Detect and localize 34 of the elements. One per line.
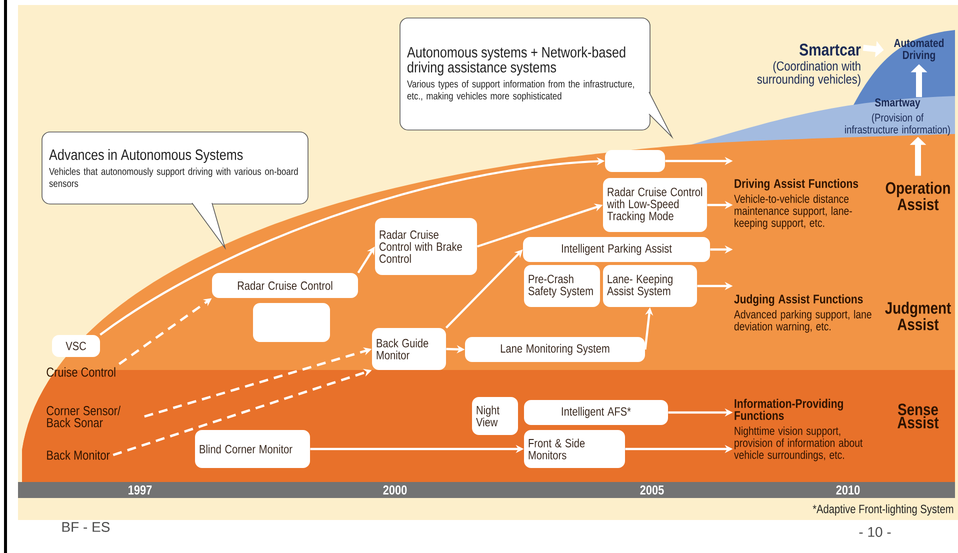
feature-box: Lane- Keeping Assist System: [603, 265, 697, 307]
feature-box: Blind Corner Monitor: [195, 430, 310, 468]
function-description: Information-Providing Functions Nighttime vision support, provision of information about vehicle surroundings, etc.: [734, 398, 863, 462]
year-label: 2005: [640, 485, 664, 495]
feature-box: [605, 150, 665, 172]
year-label: 2000: [383, 485, 407, 495]
page-number: - 10 -: [859, 527, 891, 537]
assist-label: Operation Assist: [886, 182, 950, 210]
footnote: *Adaptive Front-lighting System: [812, 504, 954, 516]
assist-label: Judgment Assist: [885, 302, 951, 330]
feature-box: Back Guide Monitor: [372, 328, 446, 370]
feature-box: Radar Cruise Control with Low-Speed Tracking Mode: [603, 178, 707, 232]
assist-label: Sense Assist: [898, 404, 939, 428]
function-description: Driving Assist Functions Vehicle-to-vehicle distance maintenance support, lane-keeping support, etc.: [734, 178, 858, 230]
stage-label: Smartcar (Coordination with surrounding vehicles): [757, 44, 861, 86]
feature-box: Night View: [472, 397, 518, 435]
feature-box: VSC: [52, 335, 100, 357]
year-label: 2010: [836, 485, 860, 495]
feature-label: Back Monitor: [47, 450, 110, 460]
year-label: 1997: [128, 485, 152, 495]
function-description: Judging Assist Functions Advanced parking support, lane deviation warning, etc.: [734, 294, 872, 333]
feature-box: Radar Cruise Control with Brake Control: [375, 218, 477, 275]
feature-label: Corner Sensor/ Back Sonar: [46, 406, 121, 428]
feature-box: Pre-Crash Safety System: [524, 265, 600, 307]
feature-box: Lane Monitoring System: [465, 337, 645, 362]
feature-box: Radar Cruise Control: [212, 273, 358, 298]
feature-box: Front & Side Monitors: [524, 430, 625, 468]
callout-bubble: Advances in Autonomous Systems Vehicles that autonomously support driving with various on-board sensors: [42, 132, 308, 250]
stage-label: Smartway (Provision of infrastructure information): [845, 98, 950, 136]
slide-label: BF - ES: [62, 522, 110, 532]
feature-box: Intelligent AFS*: [524, 400, 668, 425]
feature-box: Intelligent Parking Assist: [523, 237, 710, 262]
callout-bubble: Autonomous systems + Network-based driving assistance systems Various types of support information from the infrastructure, etc., making vehicles more sophisticated: [400, 18, 674, 140]
feature-box: [253, 303, 330, 342]
